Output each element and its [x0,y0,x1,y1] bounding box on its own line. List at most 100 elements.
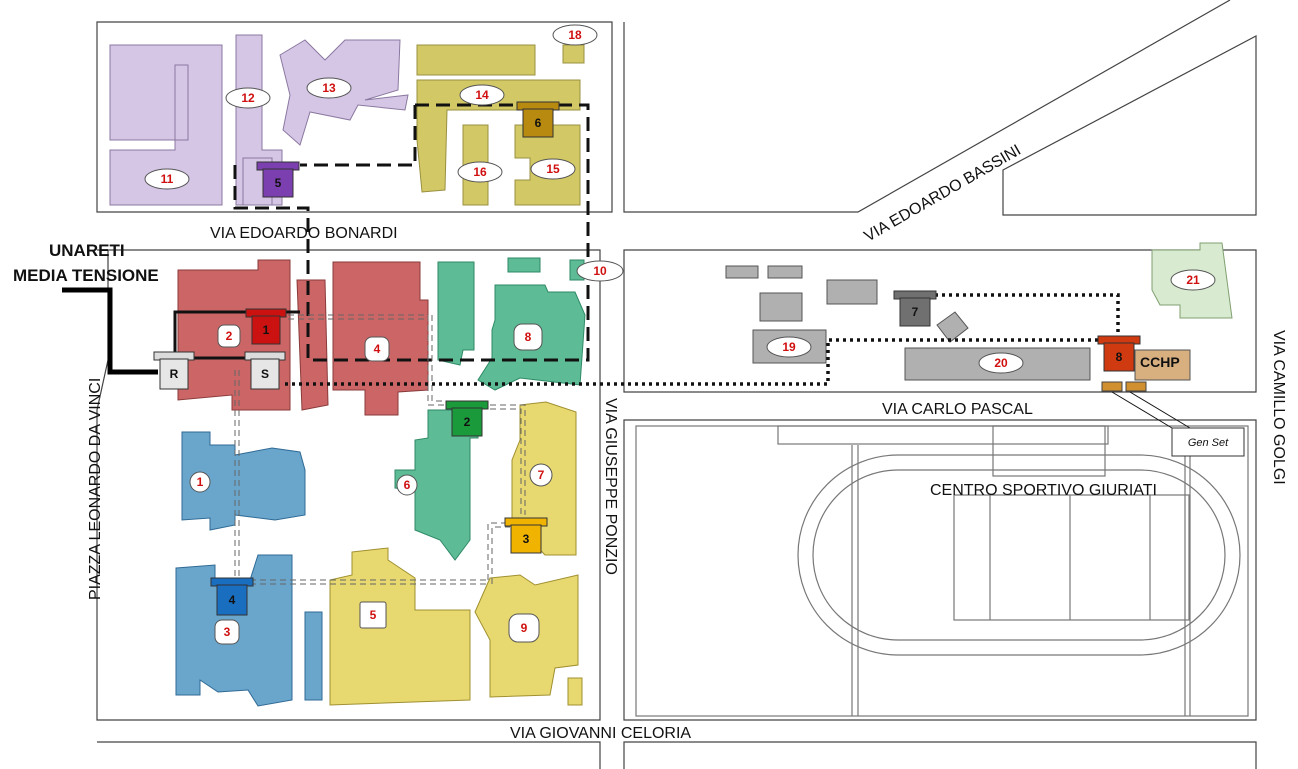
substation-3-label: 3 [523,532,530,546]
sec-horizontal-bottom [240,579,490,585]
building-yellow-tiny [567,677,583,706]
sec-to-3 [487,522,510,584]
svg-text:5: 5 [370,608,377,622]
svg-text:20: 20 [994,356,1008,370]
marker-11: 11 [144,168,190,190]
block-north-east [623,0,1231,213]
switch-r: R [153,351,195,390]
sec-2-to-3 [490,404,526,515]
gen-set-label: Gen Set [1188,437,1229,449]
substation-8: 8 [1097,335,1141,372]
switch-r-label: R [170,367,179,381]
switch-s-label: S [261,367,269,381]
block-sport [623,419,1257,721]
building-red-mid [296,279,329,411]
svg-text:2: 2 [226,329,233,343]
svg-text:4: 4 [374,342,381,356]
substation-7: 7 [893,290,937,327]
svg-text:6: 6 [404,478,411,492]
dotted-cables [285,293,1120,386]
marker-15: 15 [530,158,576,180]
dotted-to-7 [935,293,1120,337]
substation-5-label: 5 [275,176,282,190]
dashed-cables [233,103,590,362]
building-grey-rot [936,311,969,343]
stand-center [992,425,1106,477]
svg-text:7: 7 [538,468,545,482]
secondary-network [234,314,526,590]
gen-set-unit-b [1125,381,1147,392]
building-5 [329,547,471,706]
block-bottom-left [97,741,601,769]
street-golgi: VIA CAMILLO GOLGI [1270,330,1287,485]
marker-1: 1 [189,471,211,493]
substation-6-label: 6 [535,116,542,130]
sec-to-2 [427,315,448,406]
marker-21: 21 [1170,269,1216,291]
svg-text:10: 10 [593,264,607,278]
marker-14: 14 [459,84,505,106]
mv-feeder-line [62,287,158,375]
svg-text:18: 18 [568,28,582,42]
building-blue-strip [304,611,323,701]
substation-4-label: 4 [229,593,236,607]
substation-1-label: 1 [263,323,270,337]
switch-s: S [244,351,286,390]
svg-text:16: 16 [473,165,487,179]
sport-center-label: CENTRO SPORTIVO GIURIATI [930,482,1157,499]
gen-set-leader [1111,391,1191,429]
svg-text:1: 1 [197,475,204,489]
block-east [623,249,1257,393]
street-ponzio: VIA GIUSEPPE PONZIO [602,398,619,575]
stand-top [777,425,1109,445]
street-celoria: VIA GIOVANNI CELORIA [510,725,691,742]
gen-set-callout: Gen Set [1171,427,1245,457]
track-inner [812,469,1226,641]
cable-loop-north [233,103,590,362]
cable-to-5 [300,105,417,167]
track-outer [797,454,1241,656]
marker-9: 9 [508,613,540,643]
sec-horizontal-top [288,314,428,320]
building-grey-a [725,265,759,279]
field [953,494,1190,621]
svg-text:11: 11 [161,172,174,186]
substation-8-label: 8 [1116,350,1123,364]
building-markers: 1 2 3 4 5 6 7 8 9 10 11 12 13 14 15 16 1… [144,24,1216,645]
substation-1: 1 [245,308,287,345]
svg-text:15: 15 [546,162,560,176]
substation-2-label: 2 [464,415,471,429]
block-bottom-right [623,741,1257,769]
street-da-vinci: PIAZZA LEONARDO DA VINCI [87,378,104,600]
building-6 [394,409,479,561]
building-teal-strip [437,261,475,366]
substation-4: 4 [210,577,254,616]
marker-19: 19 [766,336,812,358]
building-grey-b [767,265,803,279]
street-blocks [96,0,1257,769]
substation-2: 2 [445,400,489,437]
substation-3: 3 [504,517,548,554]
substation-5: 5 [256,161,300,198]
street-pascal: VIA CARLO PASCAL [882,401,1033,418]
building-cchp [1134,349,1191,381]
street-bassini: VIA EDOARDO BASSINI [862,142,1025,246]
marker-7: 7 [529,463,553,487]
marker-16: 16 [457,161,503,183]
marker-20: 20 [978,352,1024,374]
street-bonardi: VIA EDOARDO BONARDI [210,225,398,242]
svg-text:9: 9 [521,621,528,635]
marker-4: 4 [364,336,390,362]
gen-set-unit-a [1101,381,1123,392]
marker-2: 2 [217,324,241,348]
svg-text:8: 8 [525,330,532,344]
building-18 [562,44,585,64]
marker-6: 6 [396,474,418,496]
svg-text:14: 14 [475,88,489,102]
power-source-line-1: UNARETI [49,241,125,260]
building-grey-c [759,292,803,322]
building-14-top [416,44,536,76]
building-11 [109,44,223,206]
